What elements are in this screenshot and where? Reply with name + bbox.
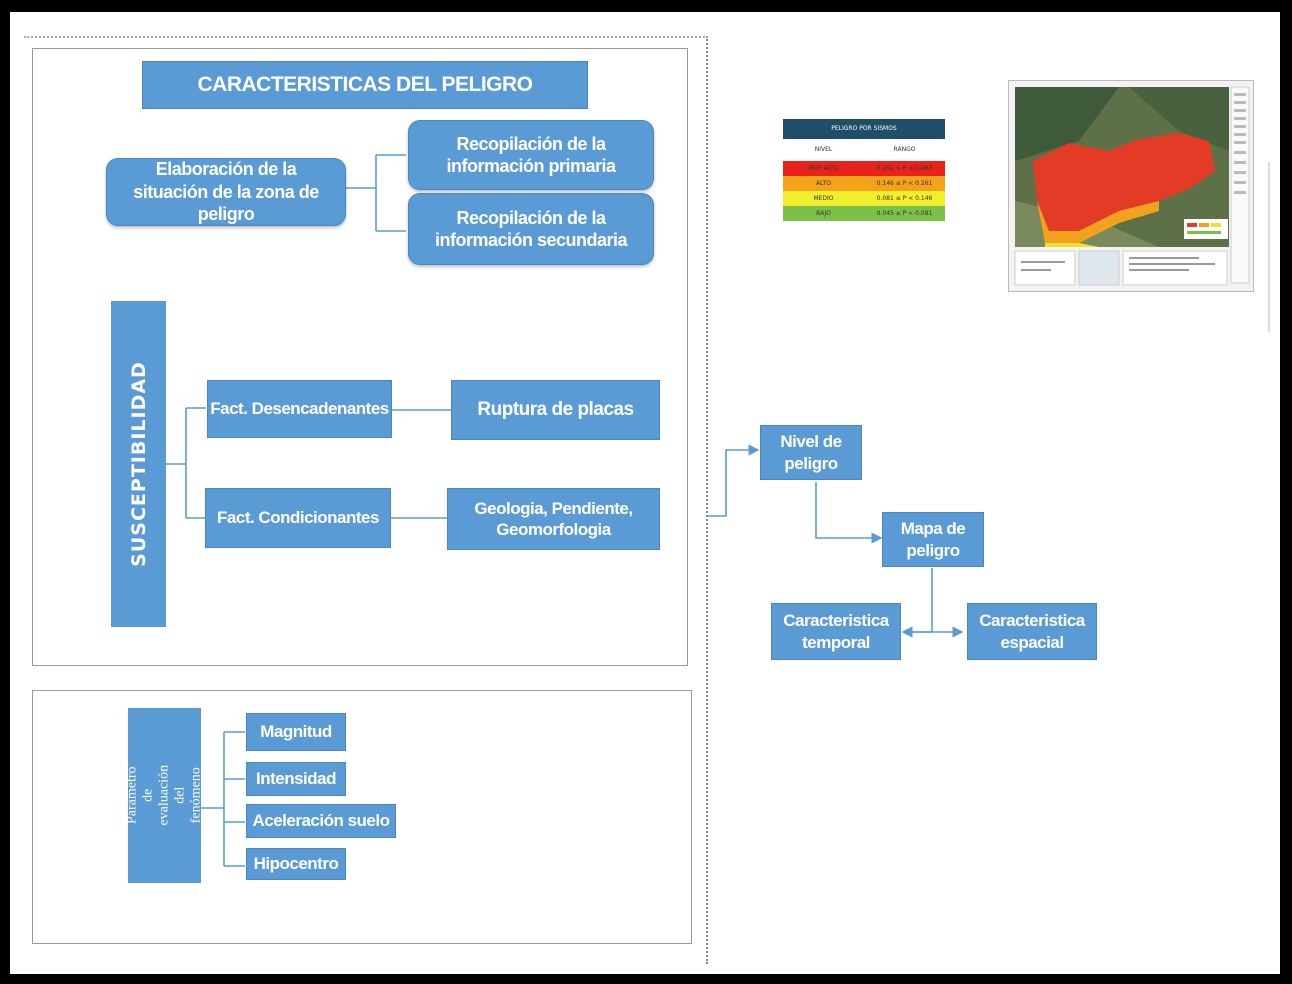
primary-info-box: Recopilación de la información primaria [408,120,654,190]
legend-row: ALTO 0.146 ≤ P < 0.261 [783,176,945,191]
intensity-box: Intensidad [246,762,346,796]
legend-range: 0.045 ≤ P < 0.081 [876,210,933,217]
legend-row: MUY ALTO 0.261 < P ≤ 0.463 [783,161,945,176]
legend-level: ALTO [815,180,831,187]
temporal-characteristic-box: Caracteristica temporal [771,603,901,660]
parameters-connector [201,731,245,867]
legend-header-row: NIVEL RANGO [783,139,945,161]
to-level-arrow [707,444,760,517]
secondary-info-box: Recopilación de la información secundari… [408,193,654,265]
characteristics-title: CARACTERISTICAS DEL PELIGRO [142,61,588,109]
legend-level: MUY ALTO [808,165,839,172]
plate-rupture-box: Ruptura de placas [451,380,660,440]
hazard-map-box: Mapa de peligro [882,512,984,567]
susceptibility-label: SUSCEPTIBILIDAD [111,301,166,627]
level-to-map-arrow [815,482,883,544]
legend-range: 0.146 ≤ P < 0.261 [876,180,933,187]
map-split-arrows [903,568,962,632]
map-image [1009,81,1253,291]
situation-connector [346,154,406,232]
parameters-label: Parametro de evaluación del fenómeno [124,708,204,883]
diagram-canvas: CARACTERISTICAS DEL PELIGRO Elaboración … [10,12,1280,974]
legend-range: 0.081 ≤ P < 0.146 [876,195,933,202]
legend-range: 0.261 < P ≤ 0.463 [876,165,933,172]
legend-row: BAJO 0.045 ≤ P < 0.081 [783,206,945,221]
connector-lines [166,154,1280,867]
hazard-legend-table: PELIGRO POR SISMOS NIVEL RANGO MUY ALTO 0… [783,119,945,221]
triggering-factors-box: Fact. Desencadenantes [207,380,392,438]
hazard-map-thumbnail [1008,80,1254,292]
legend-row: MEDIO 0.081 ≤ P < 0.146 [783,191,945,206]
hypocenter-box: Hipocentro [246,848,346,880]
magnitude-box: Magnitud [246,713,346,751]
conditioning-factors-box: Fact. Condicionantes [205,488,391,548]
legend-col-level: NIVEL [814,146,833,153]
susceptibility-connector [166,407,206,519]
legend-title: PELIGRO POR SISMOS [783,119,945,139]
left-section-border [24,36,708,964]
legend-level: BAJO [816,210,831,217]
geology-box: Geologia, Pendiente, Geomorfologia [447,488,660,550]
spatial-characteristic-box: Caracteristica espacial [967,603,1097,660]
situation-box: Elaboración de la situación de la zona d… [106,158,346,226]
scroll-track[interactable] [1268,162,1270,332]
legend-level: MEDIO [813,195,834,202]
legend-col-range: RANGO [893,146,916,153]
ground-acceleration-box: Aceleración suelo [246,804,396,838]
hazard-level-box: Nivel de peligro [760,425,862,480]
